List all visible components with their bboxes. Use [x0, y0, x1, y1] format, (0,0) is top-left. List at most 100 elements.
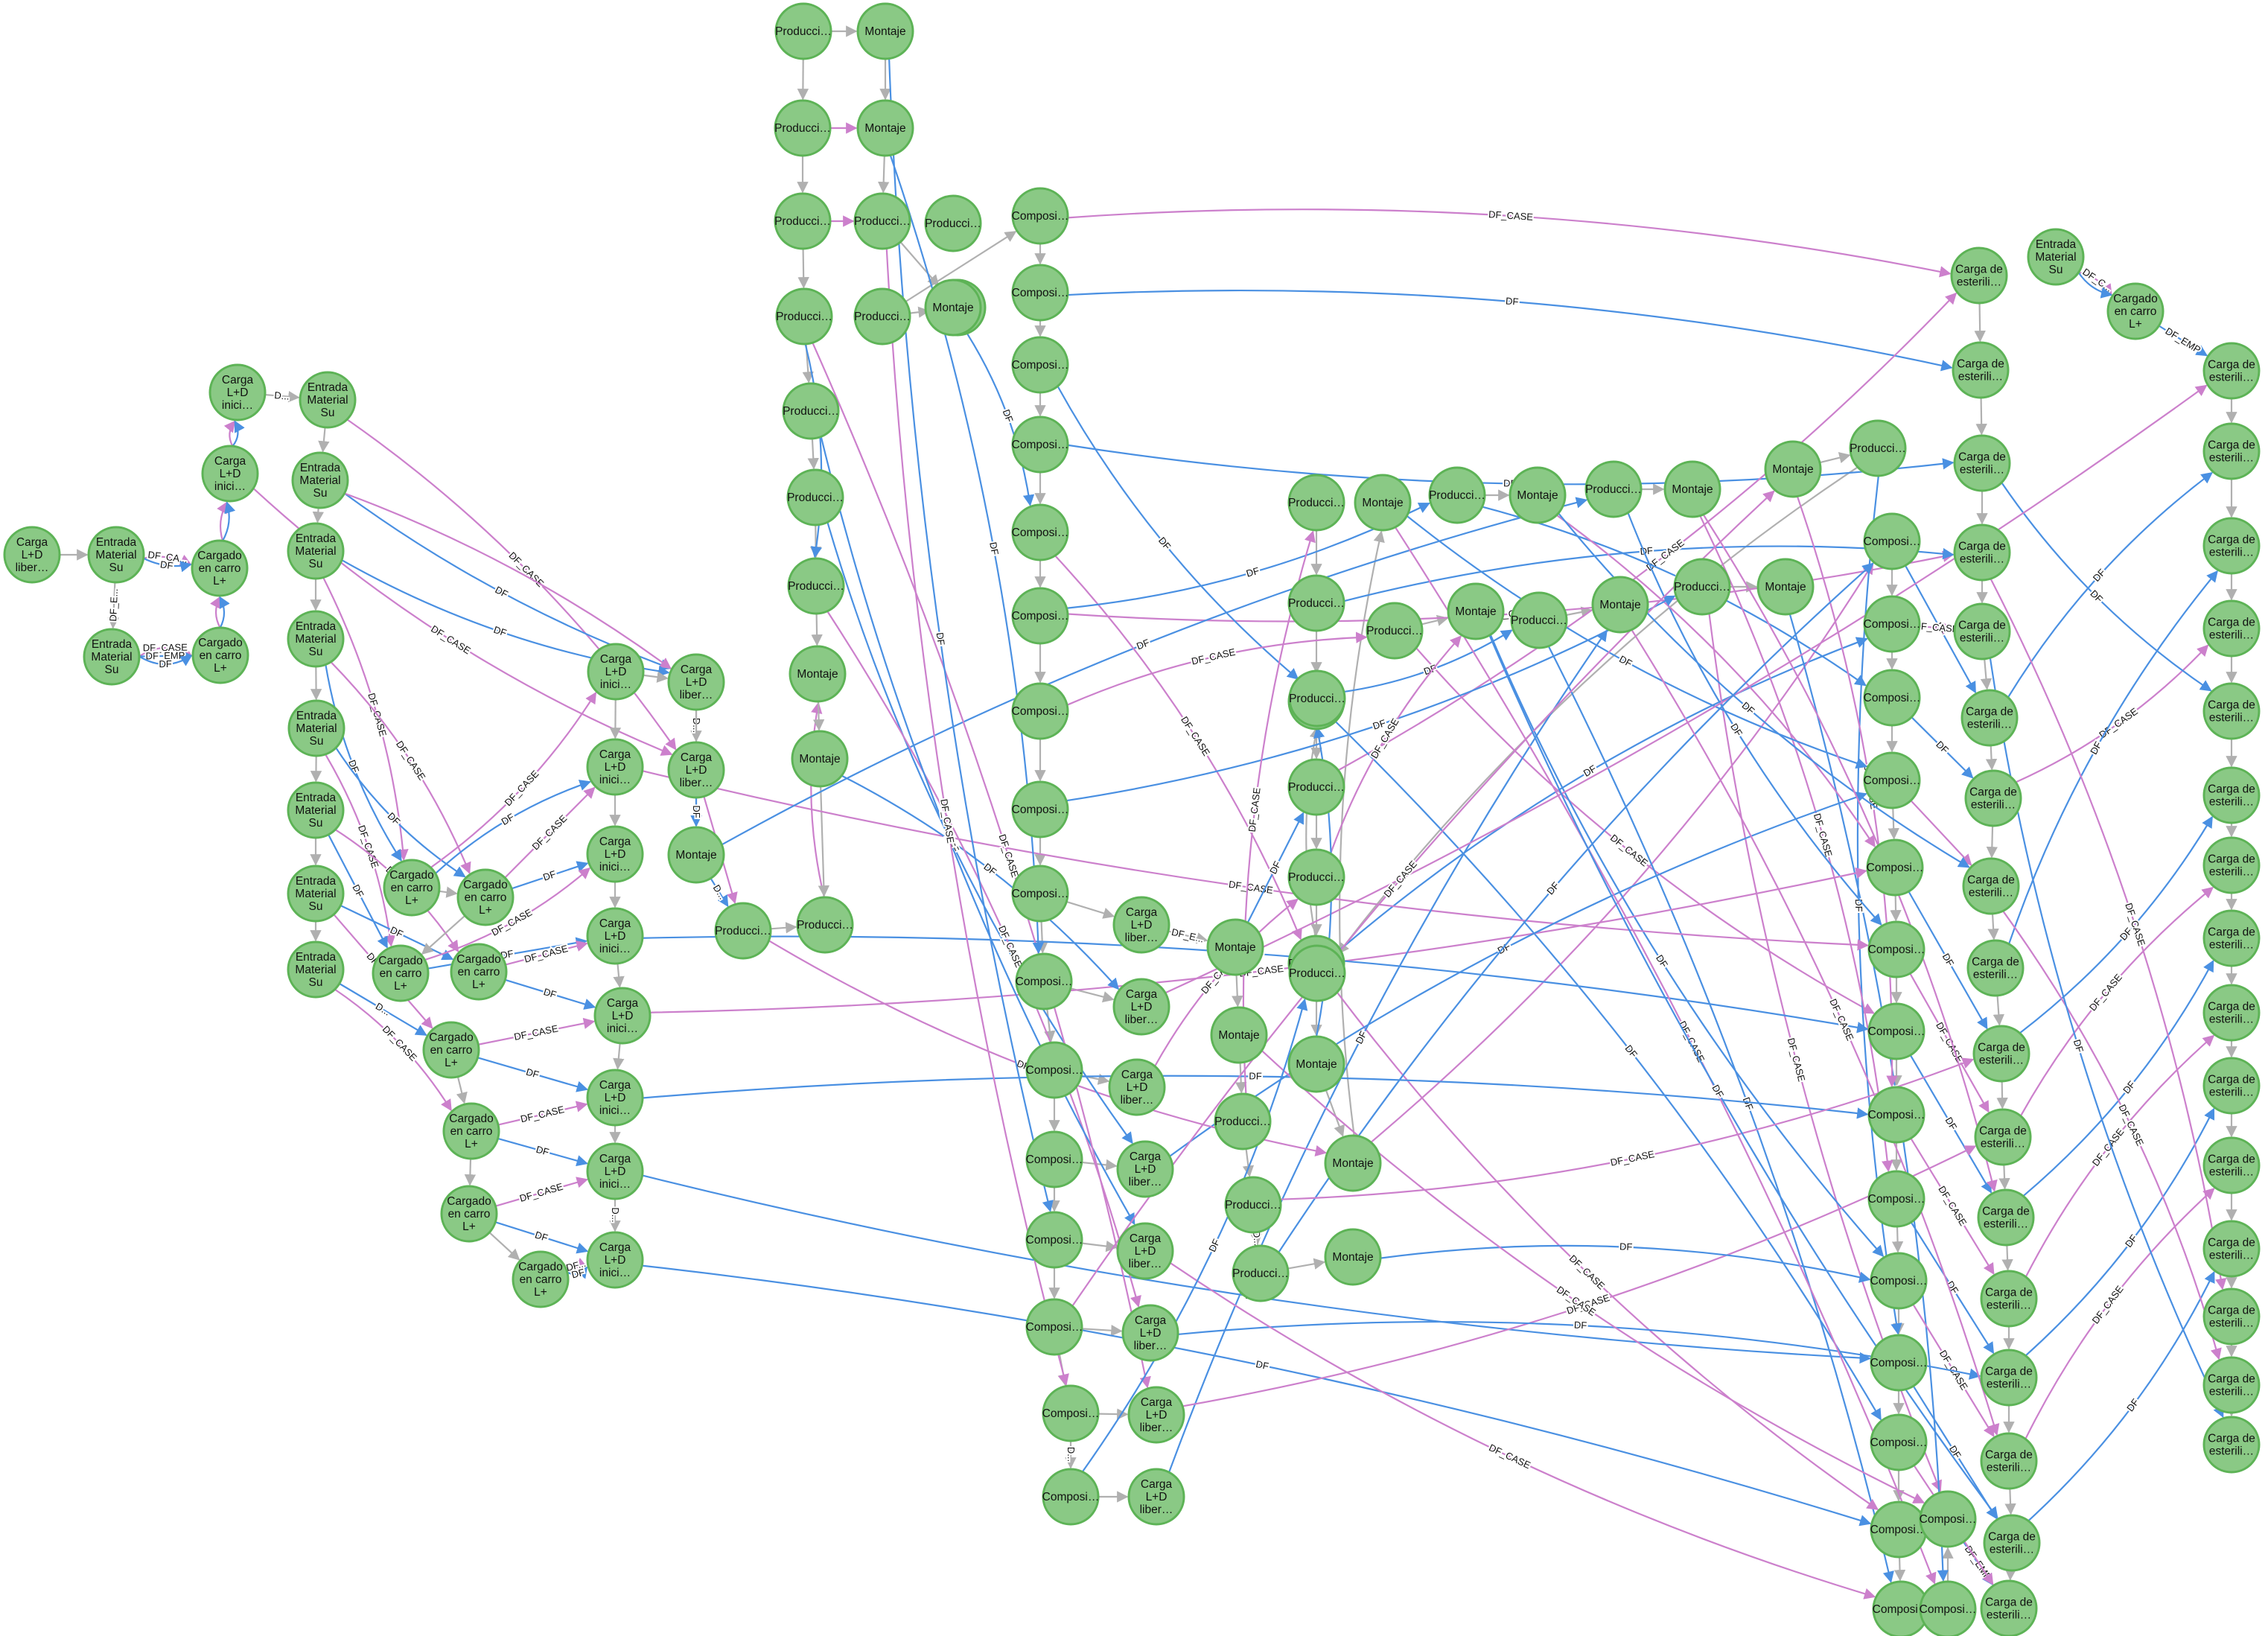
edge-n34-n35[interactable]: [710, 877, 729, 908]
edge-n5-n4[interactable]: [219, 596, 230, 628]
node-circle[interactable]: [1953, 602, 2011, 661]
node-circle[interactable]: [1232, 1244, 1290, 1302]
edge-n27-n28[interactable]: [613, 963, 625, 988]
edge-n97-n139[interactable]: [1488, 634, 1998, 1519]
node-circle[interactable]: [714, 902, 772, 960]
node-montaje[interactable]: Montaje: [1324, 1228, 1382, 1286]
edge-n62-n70[interactable]: [1070, 987, 1115, 1003]
node-circle[interactable]: [1863, 669, 1921, 727]
node-circle[interactable]: [667, 826, 725, 884]
node-circle[interactable]: [1919, 1490, 1977, 1548]
node-circle[interactable]: [1224, 1176, 1282, 1234]
node-circle[interactable]: [2202, 422, 2261, 480]
edge-n78-n79[interactable]: [1235, 1062, 1247, 1094]
node-composicion[interactable]: Composi…: [1025, 1041, 1083, 1099]
node-circle[interactable]: [2202, 766, 2261, 824]
node-composicion[interactable]: Composi…: [1867, 920, 1925, 978]
node-esteril[interactable]: Carga deesterili…: [2202, 1356, 2261, 1414]
edge-n87-n97[interactable]: [1329, 635, 1462, 854]
edge-n35-n36[interactable]: [770, 922, 797, 934]
edge-n97-n115[interactable]: [1489, 634, 1885, 1258]
node-esteril[interactable]: Carga deesterili…: [2202, 836, 2261, 894]
edge-n122-n125[interactable]: [1974, 302, 1986, 343]
edge-n129-n142[interactable]: [2007, 471, 2214, 698]
node-circle[interactable]: [1025, 1130, 1083, 1188]
node-montaje[interactable]: Montaje: [1210, 1006, 1268, 1064]
node-produccion[interactable]: Producci…: [787, 557, 845, 615]
node-produccion[interactable]: Producci…: [1584, 460, 1643, 518]
edge-n96-n97[interactable]: [1421, 614, 1449, 626]
edge-n127-n153[interactable]: [1990, 578, 2227, 1290]
node-produccion[interactable]: Producci…: [1232, 1244, 1290, 1302]
node-circle[interactable]: [1011, 336, 1069, 394]
node-circle[interactable]: [450, 943, 508, 1001]
node-composicion[interactable]: Composi…: [1870, 1252, 1928, 1310]
node-montaje[interactable]: Montaje: [856, 99, 914, 157]
node-composicion[interactable]: Composi…: [1011, 682, 1069, 740]
node-circle[interactable]: [1919, 1580, 1977, 1636]
node-carga_ini[interactable]: CargaL+Dinici…: [201, 445, 259, 503]
edge-n76-n99[interactable]: [1168, 629, 1608, 1473]
node-circle[interactable]: [1980, 1579, 2038, 1636]
node-circle[interactable]: [83, 628, 141, 686]
node-circle[interactable]: [774, 192, 832, 250]
edge-n104-n118[interactable]: [1336, 991, 1879, 1510]
edge-n66-n102[interactable]: [1071, 490, 1775, 1307]
edge-n11-n16[interactable]: [325, 664, 402, 862]
node-composicion[interactable]: Composi…: [1011, 187, 1069, 245]
node-circle[interactable]: [442, 1102, 500, 1160]
node-circle[interactable]: [586, 1069, 644, 1127]
node-esteril[interactable]: Carga deesterili…: [2202, 342, 2261, 400]
node-circle[interactable]: [1980, 1349, 2038, 1407]
edge-n18-n26[interactable]: [424, 867, 591, 961]
edge-n19-n27[interactable]: [505, 940, 588, 966]
edge-n60-n100[interactable]: [1065, 595, 1676, 802]
edge-n20-n28[interactable]: [478, 1017, 596, 1045]
node-carga_lib[interactable]: CargaL+Dliber…: [1116, 1140, 1174, 1198]
node-circle[interactable]: [2202, 1136, 2261, 1194]
node-composicion[interactable]: Composi…: [1870, 1334, 1928, 1392]
node-circle[interactable]: [1011, 682, 1069, 740]
node-montaje[interactable]: Montaje: [856, 2, 914, 60]
node-circle[interactable]: [2202, 1288, 2261, 1346]
node-montaje[interactable]: Montaje: [1447, 582, 1505, 640]
edge-n98-n99[interactable]: [1566, 606, 1593, 618]
node-circle[interactable]: [1042, 1384, 1100, 1442]
edge-n62-n63[interactable]: [1044, 1008, 1056, 1043]
node-carga_lib[interactable]: CargaL+Dliber…: [667, 653, 725, 711]
node-esteril[interactable]: Carga deesterili…: [1966, 939, 2025, 997]
edge-n47-n48[interactable]: [877, 155, 890, 194]
node-circle[interactable]: [1042, 1468, 1100, 1526]
node-produccion[interactable]: Producci…: [1849, 419, 1907, 477]
edge-n48-n50[interactable]: [899, 241, 940, 287]
edge-n12-n18[interactable]: [325, 754, 396, 947]
edge-n134-n147[interactable]: [2019, 886, 2214, 1117]
edge-n16-n25[interactable]: [435, 780, 591, 874]
node-montaje[interactable]: Montaje: [1756, 558, 1815, 616]
edge-n8-n33[interactable]: [346, 418, 677, 751]
edge-n132-n143[interactable]: [2008, 570, 2218, 945]
edge-n9-n32[interactable]: [344, 492, 672, 669]
edge-n113-n136[interactable]: [1910, 1137, 1995, 1276]
edge-n86-n122[interactable]: [1337, 292, 1958, 771]
node-circle[interactable]: [1011, 587, 1069, 645]
node-circle[interactable]: [1980, 1432, 2038, 1490]
edge-n19-n28[interactable]: [505, 978, 596, 1010]
node-esteril[interactable]: Carga deesterili…: [2202, 1057, 2261, 1115]
node-produccion[interactable]: Producci…: [782, 382, 840, 440]
node-carga_lib[interactable]: CargaL+Dliber…: [1112, 978, 1170, 1036]
edge-n40-n75[interactable]: [812, 342, 1151, 1389]
node-esteril[interactable]: Carga deesterili…: [1950, 246, 2008, 305]
edge-n74-n137[interactable]: [1177, 1320, 1981, 1380]
edge-n41-n42[interactable]: [807, 438, 819, 470]
node-circle[interactable]: [586, 825, 644, 883]
node-esteril[interactable]: Carga deesterili…: [2202, 984, 2261, 1042]
edge-n9-n10[interactable]: [312, 507, 325, 523]
edge-n15-n21[interactable]: [334, 988, 452, 1112]
node-circle[interactable]: [787, 557, 845, 615]
node-circle[interactable]: [786, 468, 844, 526]
node-carga_ini[interactable]: CargaL+Dinici…: [586, 825, 644, 883]
node-circle[interactable]: [1867, 1170, 1925, 1228]
edge-n70-n141[interactable]: [1165, 384, 2208, 994]
